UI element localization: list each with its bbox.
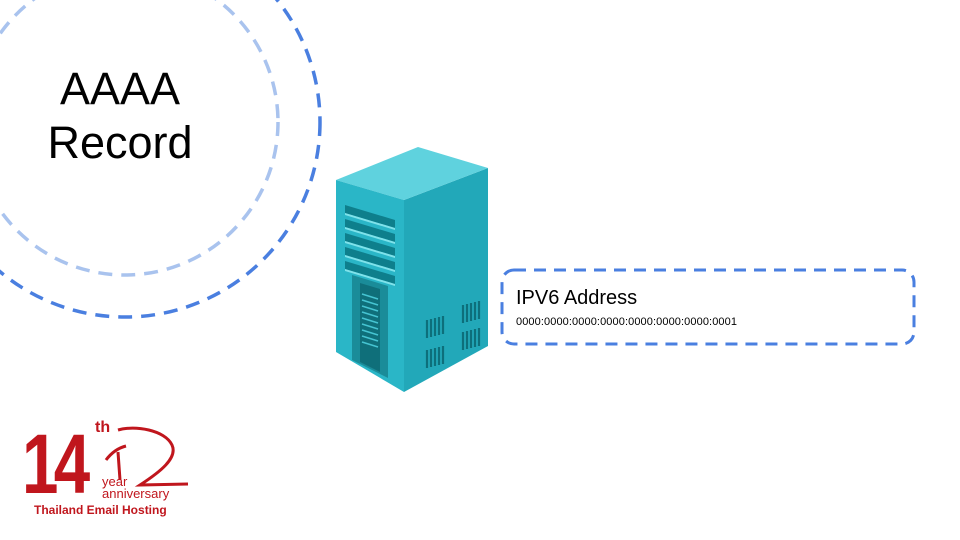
record-label: IPV6 Address bbox=[516, 287, 638, 309]
inner-dashed-ring bbox=[0, 0, 280, 277]
twelve-swoosh-icon bbox=[104, 426, 189, 487]
logo-company: Thailand Email Hosting bbox=[34, 503, 167, 517]
page-title: AAAA Record bbox=[20, 62, 220, 170]
outer-dashed-ring bbox=[0, 0, 322, 319]
logo-anniversary: anniversary bbox=[102, 486, 170, 501]
logo-year: year bbox=[102, 474, 128, 489]
record-value: 0000:0000:0000:0000:0000:0000:0000:0001 bbox=[516, 316, 738, 328]
title-line-1: AAAA bbox=[59, 63, 181, 114]
record-box bbox=[500, 268, 916, 346]
server-tower-icon bbox=[336, 147, 488, 392]
logo-ordinal: th bbox=[95, 419, 110, 436]
anniversary-logo: 14 th year anniversary bbox=[22, 417, 189, 511]
title-line-2: Record bbox=[47, 117, 193, 168]
title-circle bbox=[0, 0, 250, 243]
logo-number: 14 bbox=[22, 417, 90, 511]
